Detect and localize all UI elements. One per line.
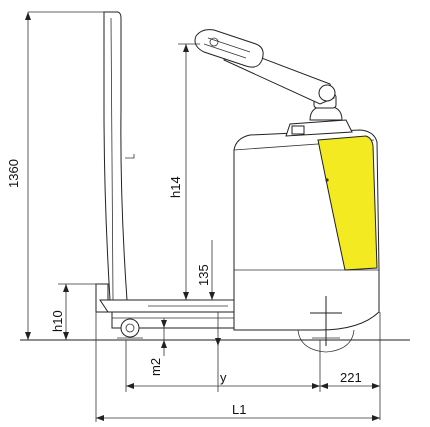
- label-rear-overhang: 221: [340, 370, 362, 385]
- dim-fork-lowered-height: [58, 283, 100, 340]
- dim-overall-height: [25, 11, 104, 340]
- label-fork-lowered-height: h10: [50, 310, 65, 332]
- dim-fork-lift-height: [200, 240, 234, 301]
- label-fork-lift-height: 135: [196, 264, 211, 286]
- panel-key: [325, 178, 329, 182]
- tiller-head: [194, 29, 264, 68]
- label-overall-length: L1: [232, 402, 246, 417]
- drive-wheel: [297, 296, 355, 353]
- dim-rear-overhang: [320, 312, 381, 420]
- dim-tiller-height: [178, 43, 200, 300]
- dim-fork-section: [125, 312, 321, 392]
- backrest-mast: [103, 11, 135, 313]
- dim-overall-length: [95, 312, 380, 422]
- label-overall-height: 1360: [6, 159, 21, 188]
- dim-ground-clearance: [161, 318, 167, 356]
- label-ground-clearance: m2: [148, 358, 163, 376]
- label-fork-section: y: [220, 370, 227, 385]
- yellow-side-panel: [317, 135, 378, 271]
- forks: [95, 283, 235, 329]
- label-tiller-height: h14: [168, 176, 183, 198]
- fork-wheel: [117, 318, 143, 339]
